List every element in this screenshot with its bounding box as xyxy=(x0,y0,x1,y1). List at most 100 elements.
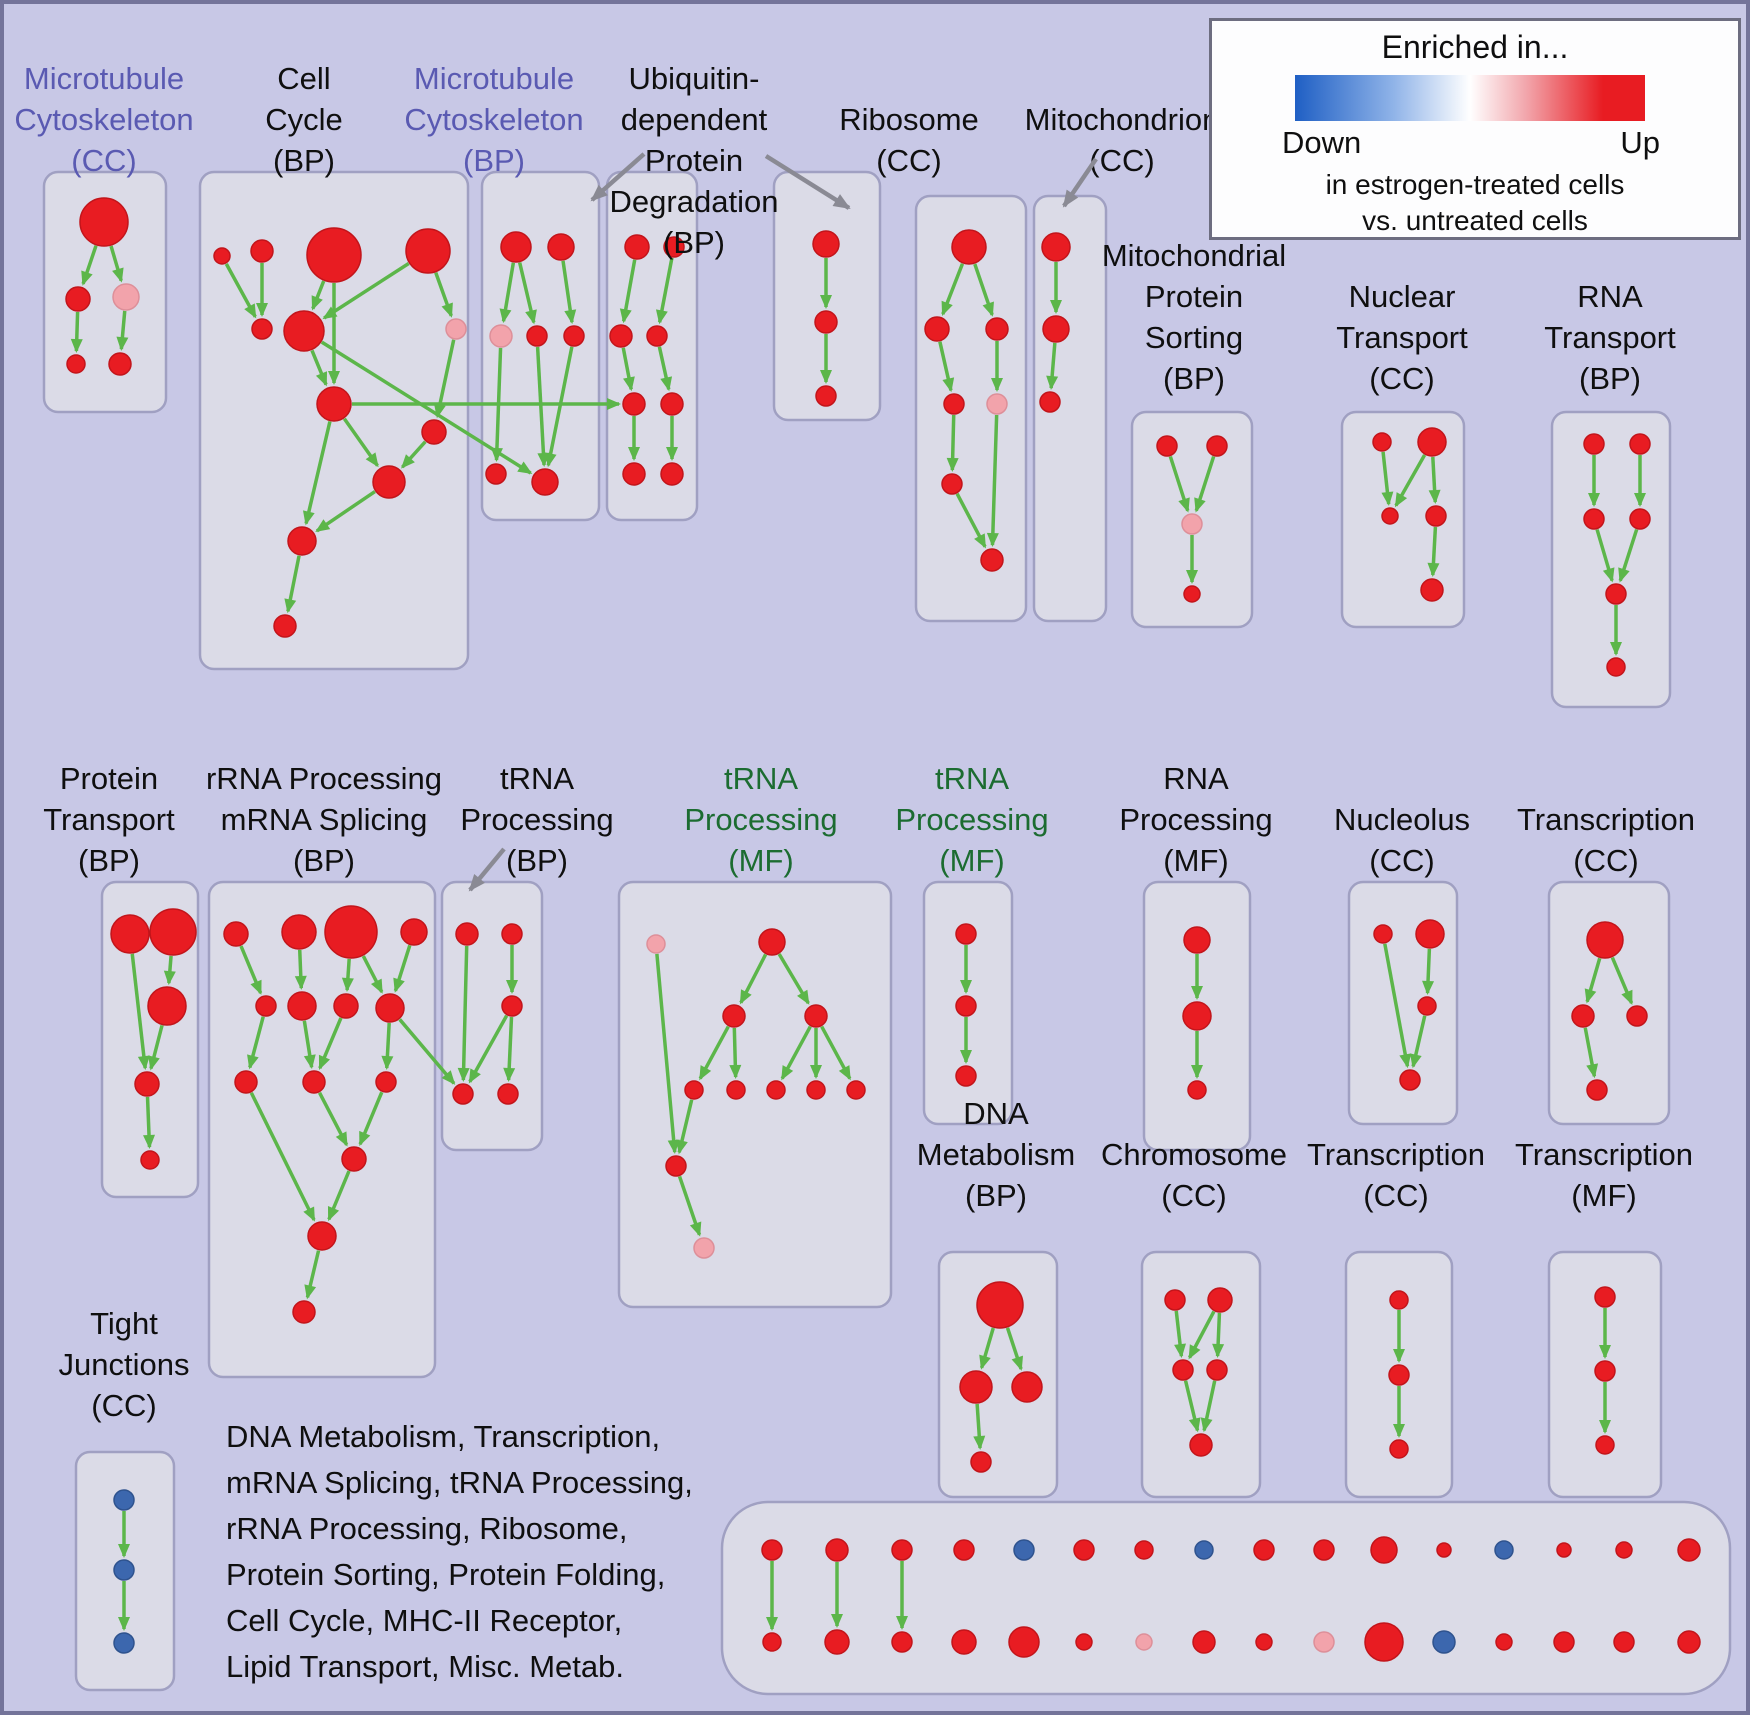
go-term-node xyxy=(943,393,965,415)
go-term-node xyxy=(815,385,837,407)
edge-arrow xyxy=(393,944,412,993)
edge-arrow xyxy=(381,1022,394,1071)
edge-arrow xyxy=(81,245,98,286)
go-term-node xyxy=(1164,1289,1186,1311)
go-term-node xyxy=(1008,1626,1040,1658)
footnote-line: Lipid Transport, Misc. Metab. xyxy=(226,1649,624,1684)
edge-arrow xyxy=(401,440,427,469)
go-term-node xyxy=(1206,435,1228,457)
edge-arrow xyxy=(729,1027,742,1080)
cluster-label: Nucleolus(CC) xyxy=(1334,802,1470,878)
go-term-node xyxy=(251,318,273,340)
go-term-node xyxy=(1381,507,1399,525)
edge-arrow xyxy=(284,555,301,614)
go-term-node xyxy=(624,234,650,260)
go-term-node xyxy=(250,239,274,263)
go-term-node xyxy=(1606,657,1626,677)
edge-arrow xyxy=(247,1016,265,1070)
edge-arrow xyxy=(116,310,129,352)
go-term-node xyxy=(455,922,479,946)
go-term-node xyxy=(1255,1633,1273,1651)
go-term-node xyxy=(1039,391,1061,413)
edge-arrow xyxy=(143,1096,156,1150)
edge-arrow xyxy=(1194,455,1216,513)
go-term-node xyxy=(622,392,646,416)
edge-arrow xyxy=(109,245,124,283)
edge-arrow xyxy=(517,262,537,325)
go-term-node xyxy=(761,1539,783,1561)
go-term-node xyxy=(1207,1287,1233,1313)
go-term-node xyxy=(1011,1371,1043,1403)
edge-arrow xyxy=(973,263,994,317)
go-term-node xyxy=(1586,1079,1608,1101)
edge-arrow xyxy=(342,417,379,468)
go-term-node xyxy=(1494,1540,1514,1560)
go-term-node xyxy=(1372,432,1392,452)
edge-arrow xyxy=(499,262,516,324)
go-term-node xyxy=(113,1559,135,1581)
go-term-node xyxy=(1594,1286,1616,1308)
edge-arrow xyxy=(457,945,470,1083)
go-term-node xyxy=(1556,1542,1572,1558)
go-term-node xyxy=(1370,1536,1398,1564)
edge-arrow xyxy=(503,1016,516,1083)
go-term-node xyxy=(485,463,507,485)
go-term-node xyxy=(660,392,684,416)
edge-arrow xyxy=(398,1018,456,1085)
edge-arrow xyxy=(820,1025,852,1081)
edge-arrow xyxy=(938,341,955,393)
edge-arrow xyxy=(341,958,354,993)
go-term-node xyxy=(1364,1622,1404,1662)
go-term-node xyxy=(306,227,362,283)
go-term-node xyxy=(1373,924,1393,944)
footnote-line: mRNA Splicing, tRNA Processing, xyxy=(226,1465,693,1500)
edge-arrow xyxy=(1046,342,1059,391)
go-term-node xyxy=(375,1071,397,1093)
go-term-node xyxy=(501,995,523,1017)
go-term-node xyxy=(452,1083,474,1105)
edge-arrow xyxy=(311,280,326,311)
go-term-node xyxy=(1605,583,1627,605)
edge-arrow xyxy=(163,955,176,986)
go-term-node xyxy=(112,283,140,311)
cluster-label: Transcription(CC) xyxy=(1307,1137,1485,1213)
go-term-node xyxy=(924,316,950,342)
edge-arrow xyxy=(315,490,376,533)
cluster-box-R xyxy=(1547,880,1671,1126)
edge-arrow xyxy=(739,953,768,1005)
edge-arrow xyxy=(1618,528,1639,583)
go-term-node xyxy=(1313,1539,1335,1561)
go-term-node xyxy=(980,548,1004,572)
footnote-line: rRNA Processing, Ribosome, xyxy=(226,1511,628,1546)
go-term-node xyxy=(1206,1359,1228,1381)
go-term-node xyxy=(375,993,405,1023)
go-term-node xyxy=(1583,508,1605,530)
edge-arrow xyxy=(239,945,263,995)
go-term-node xyxy=(1389,1439,1409,1459)
go-term-node xyxy=(951,229,987,265)
go-term-node xyxy=(445,318,467,340)
cluster-label: Chromosome(CC) xyxy=(1101,1137,1287,1213)
cluster-box-X xyxy=(720,1500,1732,1696)
edge-arrow xyxy=(1174,1310,1187,1359)
go-term-node xyxy=(1172,1359,1194,1381)
edge-arrow xyxy=(320,340,533,475)
cluster-box-M xyxy=(440,880,544,1152)
go-term-node xyxy=(953,1539,975,1561)
go-term-node xyxy=(1183,585,1201,603)
go-term-node xyxy=(255,995,277,1017)
footnote-line: DNA Metabolism, Transcription, xyxy=(226,1419,661,1454)
footnote-line: Cell Cycle, MHC-II Receptor, xyxy=(226,1603,623,1638)
go-term-node xyxy=(281,914,317,950)
go-term-node xyxy=(1415,919,1445,949)
go-term-node xyxy=(951,1629,977,1655)
edge-arrow xyxy=(544,346,574,468)
edge-arrow xyxy=(780,1025,812,1081)
go-term-node xyxy=(1192,1630,1216,1654)
